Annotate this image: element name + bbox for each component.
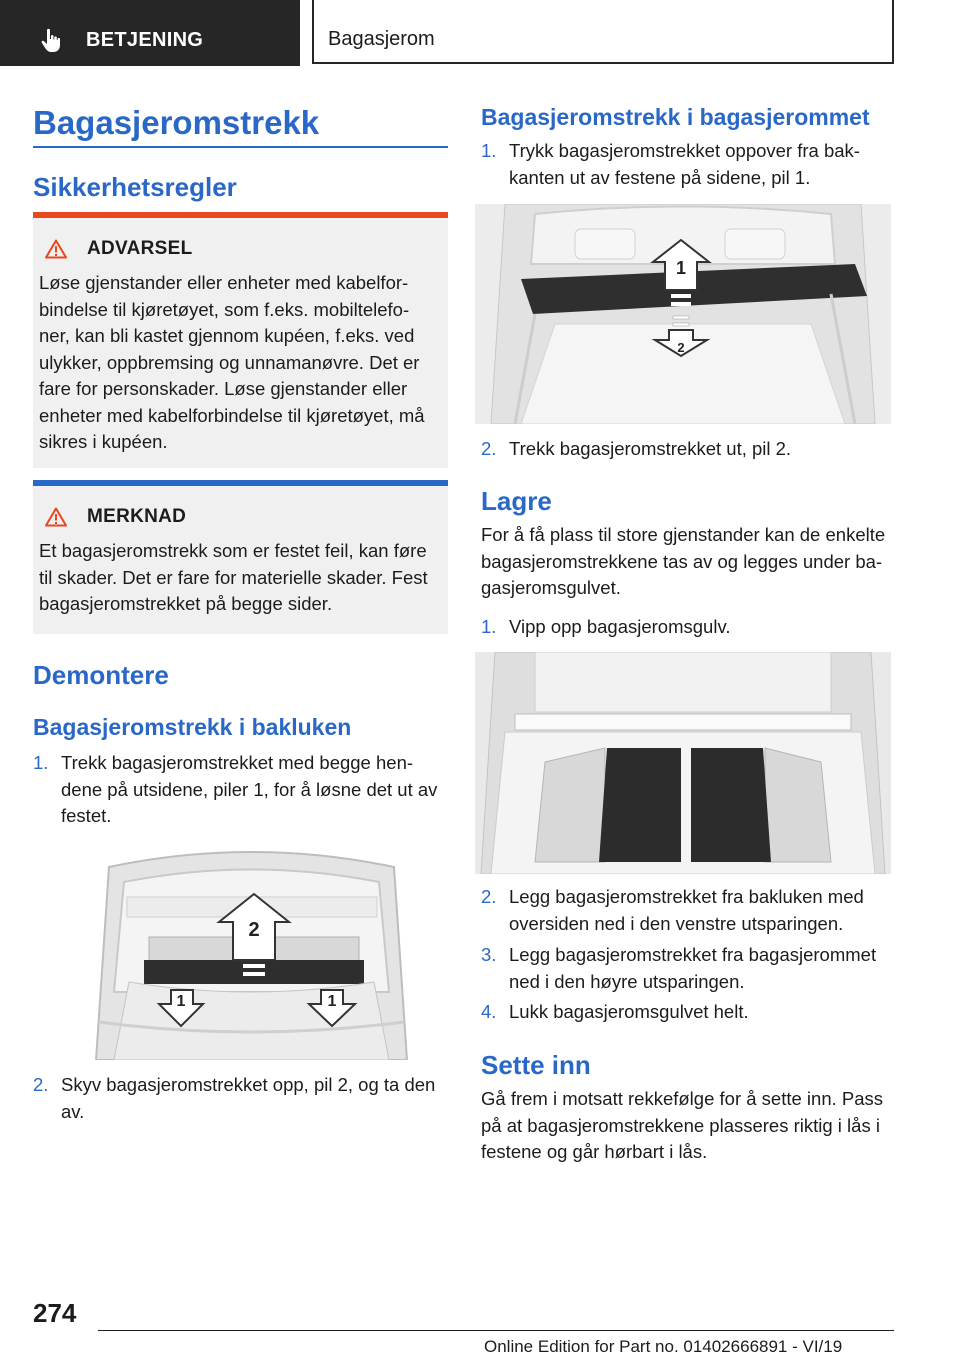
chapter-tab: Bagasjerom — [312, 0, 894, 64]
heading-trunk: Bagasjeromstrekk i bagasjerommet — [481, 104, 870, 130]
heading-tailgate: Bagasjeromstrekk i bakluken — [33, 714, 352, 740]
heading-safety: Sikkerhetsregler — [33, 172, 237, 202]
text-line: dene på utsidene, piler 1, for å løsne d… — [61, 778, 438, 800]
step-number: 1. — [481, 140, 497, 161]
hand-pointer-icon — [41, 28, 60, 52]
note-title: MERKNAD — [87, 506, 187, 527]
warning-triangle-icon — [45, 507, 67, 527]
text-line: oversiden ned i den venstre utsparingen. — [509, 912, 844, 934]
step-text: Skyv bagasjeromstrekket opp, pil 2, og t… — [61, 1072, 435, 1125]
text-line: festet. — [61, 805, 112, 826]
store-paragraph: For å få plass til store gjenstander kan… — [481, 522, 893, 602]
arrow-label: 2 — [677, 340, 684, 355]
warning-triangle-icon — [45, 239, 67, 259]
text-line: kanten ut av festene på sidene, pil 1. — [509, 166, 811, 188]
text-line: Løse gjenstander eller enheter med kabel… — [39, 272, 409, 293]
step-number: 2. — [481, 886, 497, 907]
tailgate-illustration: 2 1 1 — [89, 842, 414, 1060]
text-line: bindelse til kjøretøyet, som f.eks. mobi… — [39, 298, 410, 320]
step-number: 3. — [481, 944, 497, 965]
page-title: Bagasjeromstrekk — [33, 104, 320, 141]
text-line: Gå frem i motsatt rekkefølge for å sette… — [481, 1088, 884, 1109]
figure-tailgate-cover: 2 1 1 — [89, 842, 414, 1060]
page-number: 274 — [33, 1298, 77, 1328]
step-text: Trekk bagasjeromstrekket ut, pil 2. — [509, 436, 791, 463]
step-number: 2. — [33, 1074, 49, 1095]
footer-rule — [98, 1330, 894, 1331]
step-text: Trekk bagasjeromstrekket med begge hen- … — [61, 750, 437, 830]
text-line: Trekk bagasjeromstrekket ut, pil 2. — [509, 438, 792, 459]
step-number: 1. — [33, 752, 49, 773]
chapter-title: Bagasjerom — [328, 28, 435, 50]
step-text: Legg bagasjeromstrekket fra bakluken med… — [509, 884, 864, 937]
text-line: Trykk bagasjeromstrekket oppover fra bak… — [509, 140, 860, 161]
section-label: BETJENING — [86, 29, 204, 51]
text-line: til skader. Det er fare for materielle s… — [39, 566, 428, 588]
arrow-label: 1 — [676, 258, 686, 278]
trunk-illustration: 1 2 — [475, 204, 891, 424]
text-line: sikres i kupéen. — [39, 431, 168, 452]
text-line: Legg bagasjeromstrekket fra bagasjeromme… — [509, 944, 877, 965]
warning-text: Løse gjenstander eller enheter med kabel… — [39, 270, 449, 456]
heading-remove: Demontere — [33, 660, 169, 690]
warning-bar — [33, 212, 448, 218]
step-text: Trykk bagasjeromstrekket oppover fra bak… — [509, 138, 860, 191]
text-line: av. — [61, 1100, 85, 1122]
arrow-label: 1 — [328, 993, 337, 1010]
text-line: Trekk bagasjeromstrekket med begge hen- — [61, 752, 414, 773]
text-line: bagasjeromstrekket på begge sider. — [39, 593, 333, 614]
floor-storage-illustration — [475, 652, 891, 874]
figure-floor-storage — [475, 652, 891, 874]
warning-box: ADVARSEL Løse gjenstander eller enheter … — [33, 212, 448, 468]
note-header: MERKNAD — [45, 506, 186, 528]
edition-text: Online Edition for Part no. 01402666891 … — [484, 1337, 843, 1356]
arrow-label: 1 — [177, 993, 186, 1010]
text-line: Lukk bagasjeromsgulvet helt. — [509, 1001, 749, 1022]
heading-insert: Sette inn — [481, 1050, 591, 1080]
text-line: ulykker, oppbremsing og unnamanøvre. Det… — [39, 351, 420, 373]
text-line: Et bagasjeromstrekk som er festet feil, … — [39, 540, 427, 561]
text-line: enheter med kabelforbindelse til kjøretø… — [39, 404, 425, 426]
step-number: 1. — [481, 616, 497, 637]
section-tab: BETJENING — [0, 0, 300, 66]
text-line: For å få plass til store gjenstander kan… — [481, 524, 886, 545]
text-line: ner, kan bli kastet gjennom kupéen, f.ek… — [39, 325, 415, 346]
step-number: 4. — [481, 1001, 497, 1022]
note-text: Et bagasjeromstrekk som er festet feil, … — [39, 538, 449, 618]
step-text: Vipp opp bagasjeromsgulv. — [509, 614, 730, 641]
note-bar — [33, 480, 448, 486]
title-rule — [33, 146, 448, 148]
step-text: Lukk bagasjeromsgulvet helt. — [509, 999, 749, 1026]
text-line: Vipp opp bagasjeromsgulv. — [509, 616, 731, 637]
warning-title: ADVARSEL — [87, 238, 193, 259]
arrow-label: 2 — [248, 919, 259, 941]
text-line: festene og går hørbart i lås. — [481, 1141, 708, 1162]
figure-trunk-cover: 1 2 — [475, 204, 891, 424]
text-line: fare for personskader. Løse gjenstander … — [39, 378, 408, 399]
step-text: Legg bagasjeromstrekket fra bagasjeromme… — [509, 942, 876, 995]
text-line: ned i den høyre utsparingen. — [509, 970, 745, 992]
heading-store: Lagre — [481, 486, 552, 516]
insert-paragraph: Gå frem i motsatt rekkefølge for å sette… — [481, 1086, 893, 1166]
text-line: Legg bagasjeromstrekket fra bakluken med — [509, 886, 864, 907]
warning-header: ADVARSEL — [45, 238, 193, 260]
note-box: MERKNAD Et bagasjeromstrekk som er feste… — [33, 480, 448, 634]
page-header: BETJENING Bagasjerom — [0, 0, 960, 66]
text-line: bagasjeromstrekkene tas av og legges und… — [481, 550, 883, 572]
text-line: på at bagasjeromstrekkene plasseres rikt… — [481, 1114, 880, 1136]
text-line: gasjeromsgulvet. — [481, 577, 621, 598]
step-number: 2. — [481, 438, 497, 459]
text-line: Skyv bagasjeromstrekket opp, pil 2, og t… — [61, 1074, 436, 1095]
